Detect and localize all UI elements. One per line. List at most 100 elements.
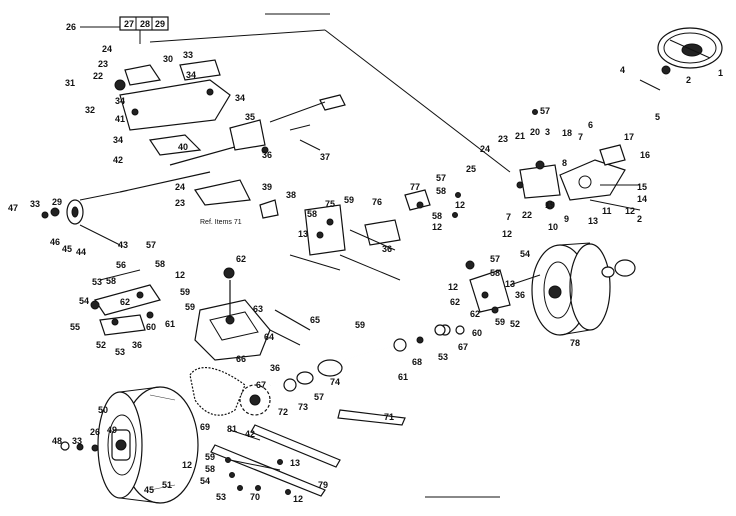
axle-shaft bbox=[269, 324, 451, 386]
callout-59-b: 59 bbox=[180, 287, 190, 297]
callout-26-b: 26 bbox=[90, 427, 100, 437]
callout-62-b: 62 bbox=[236, 254, 246, 264]
callout-60-a: 60 bbox=[146, 322, 156, 332]
callout-36-e: 36 bbox=[515, 290, 525, 300]
callout-53-d: 53 bbox=[216, 492, 226, 502]
callout-24-b: 24 bbox=[175, 182, 185, 192]
callout-41: 41 bbox=[115, 114, 125, 124]
callout-59-a: 59 bbox=[344, 195, 354, 205]
callout-58-b: 58 bbox=[432, 211, 442, 221]
callout-59-e: 59 bbox=[495, 317, 505, 327]
callout-29-b: 29 bbox=[52, 197, 62, 207]
left-wheel bbox=[97, 386, 199, 504]
callout-33-b: 33 bbox=[30, 199, 40, 209]
brake-linkage-right bbox=[434, 260, 541, 336]
callout-4: 4 bbox=[620, 65, 625, 75]
callout-37: 37 bbox=[320, 152, 330, 162]
left-mount bbox=[41, 191, 121, 246]
callout-24-c: 24 bbox=[480, 144, 490, 154]
callout-8: 8 bbox=[562, 158, 567, 168]
callout-34-a: 34 bbox=[186, 70, 196, 80]
callout-59-f: 59 bbox=[205, 452, 215, 462]
callout-58-a: 58 bbox=[436, 186, 446, 196]
callout-22-b: 22 bbox=[522, 210, 532, 220]
callout-42-a: 42 bbox=[113, 155, 123, 165]
callout-20: 20 bbox=[530, 127, 540, 137]
callout-labels: 27 28 29 26 24 23 22 31 32 30 33 34 34 3… bbox=[8, 19, 723, 504]
callout-34-d: 34 bbox=[113, 135, 123, 145]
callout-36-b: 36 bbox=[382, 244, 392, 254]
drive-chain bbox=[189, 366, 246, 416]
callout-12-a: 12 bbox=[625, 206, 635, 216]
callout-45-b: 45 bbox=[144, 485, 154, 495]
callout-45-a: 45 bbox=[62, 244, 72, 254]
right-wheel bbox=[531, 242, 636, 336]
callout-51: 51 bbox=[162, 480, 172, 490]
callout-24: 24 bbox=[102, 44, 112, 54]
callout-13-c: 13 bbox=[505, 279, 515, 289]
callout-36-a: 36 bbox=[262, 150, 272, 160]
callout-40: 40 bbox=[178, 142, 188, 152]
callout-10: 10 bbox=[548, 222, 558, 232]
callout-61-b: 61 bbox=[398, 372, 408, 382]
callout-32: 32 bbox=[85, 105, 95, 115]
callout-71: 71 bbox=[384, 412, 394, 422]
callout-36-d: 36 bbox=[270, 363, 280, 373]
callout-67: 67 bbox=[256, 380, 266, 390]
callout-13-a: 13 bbox=[588, 216, 598, 226]
callout-30: 30 bbox=[163, 54, 173, 64]
callout-57-a: 57 bbox=[540, 106, 550, 116]
callout-36-c: 36 bbox=[132, 340, 142, 350]
callout-12-e: 12 bbox=[175, 270, 185, 280]
callout-34-c: 34 bbox=[235, 93, 245, 103]
callout-50: 50 bbox=[98, 405, 108, 415]
callout-31: 31 bbox=[65, 78, 75, 88]
callout-64: 64 bbox=[264, 332, 274, 342]
callout-38: 38 bbox=[286, 190, 296, 200]
callout-76: 76 bbox=[372, 197, 382, 207]
callout-21: 21 bbox=[515, 131, 525, 141]
bottom-bars bbox=[210, 409, 406, 497]
callout-61-a: 61 bbox=[165, 319, 175, 329]
callout-44: 44 bbox=[76, 247, 86, 257]
callout-65: 65 bbox=[310, 315, 320, 325]
callout-55: 55 bbox=[70, 322, 80, 332]
callout-53-c: 53 bbox=[438, 352, 448, 362]
callout-78: 78 bbox=[570, 338, 580, 348]
callout-25: 25 bbox=[466, 164, 476, 174]
hardware-bolts bbox=[60, 109, 538, 495]
callout-27: 27 bbox=[124, 19, 134, 29]
callout-68: 68 bbox=[412, 357, 422, 367]
callout-79: 79 bbox=[318, 480, 328, 490]
callout-18: 18 bbox=[562, 128, 572, 138]
callout-box-27-28-29 bbox=[80, 16, 169, 44]
callout-34-b: 34 bbox=[115, 96, 125, 106]
callout-73: 73 bbox=[298, 402, 308, 412]
callout-62-c: 62 bbox=[450, 297, 460, 307]
callout-54-b: 54 bbox=[520, 249, 530, 259]
callout-13-b: 13 bbox=[298, 229, 308, 239]
callout-7-a: 7 bbox=[578, 132, 583, 142]
callout-52-b: 52 bbox=[510, 319, 520, 329]
leader-line bbox=[149, 29, 326, 43]
center-brackets bbox=[289, 189, 431, 281]
callout-35: 35 bbox=[245, 112, 255, 122]
callout-46: 46 bbox=[50, 237, 60, 247]
callout-11: 11 bbox=[602, 206, 612, 216]
callout-60-b: 60 bbox=[472, 328, 482, 338]
callout-47: 47 bbox=[8, 203, 18, 213]
callout-81: 81 bbox=[227, 424, 237, 434]
callout-28: 28 bbox=[140, 19, 150, 29]
callout-72: 72 bbox=[278, 407, 288, 417]
callout-69: 69 bbox=[200, 422, 210, 432]
callout-49: 49 bbox=[107, 425, 117, 435]
callout-70: 70 bbox=[250, 492, 260, 502]
callout-16: 16 bbox=[640, 150, 650, 160]
callout-3: 3 bbox=[545, 127, 550, 137]
sprocket bbox=[239, 378, 297, 416]
steering-cap bbox=[661, 65, 671, 75]
callout-19: 19 bbox=[545, 200, 555, 210]
callout-23: 23 bbox=[98, 59, 108, 69]
callout-12-b: 12 bbox=[502, 229, 512, 239]
